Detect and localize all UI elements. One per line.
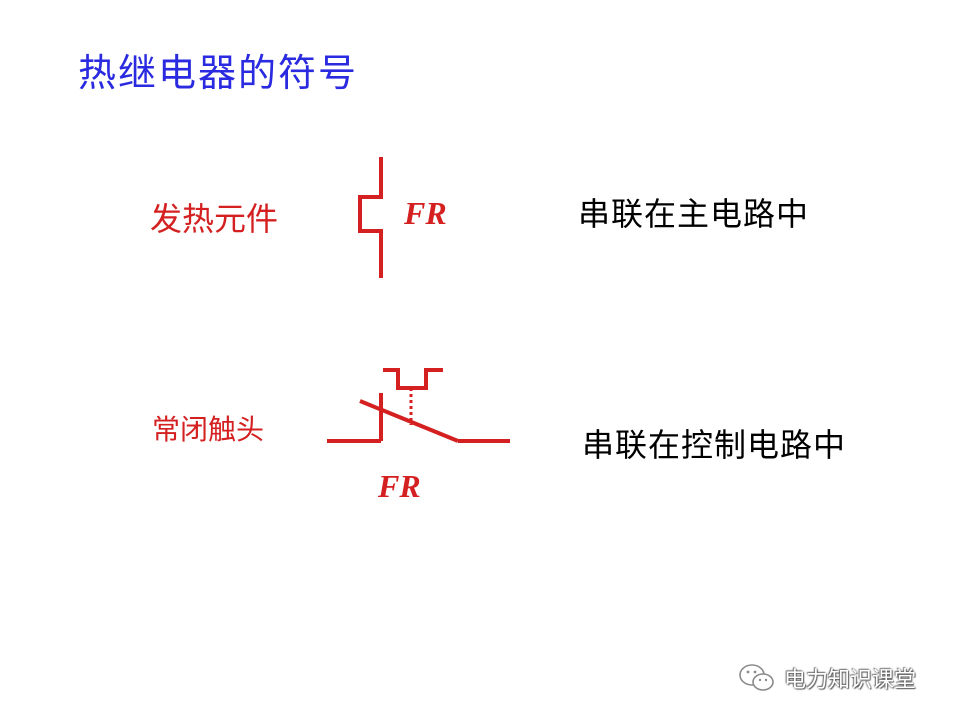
wechat-icon [739, 664, 774, 691]
watermark-text: 电力知识课堂 [784, 668, 917, 693]
contact-symbol-label: FR [378, 468, 421, 504]
contact-description: 串联在控制电路中 [582, 426, 847, 464]
heater-element-label: 发热元件 [150, 200, 279, 238]
nc-contact-symbol [327, 368, 510, 443]
page-title: 热继电器的符号 [78, 51, 359, 95]
nc-contact-label: 常闭触头 [152, 413, 265, 446]
heater-symbol-label: FR [404, 195, 447, 231]
watermark: 电力知识课堂 [738, 662, 916, 694]
heating-element-symbol [358, 157, 383, 278]
heater-description: 串联在主电路中 [578, 195, 810, 233]
